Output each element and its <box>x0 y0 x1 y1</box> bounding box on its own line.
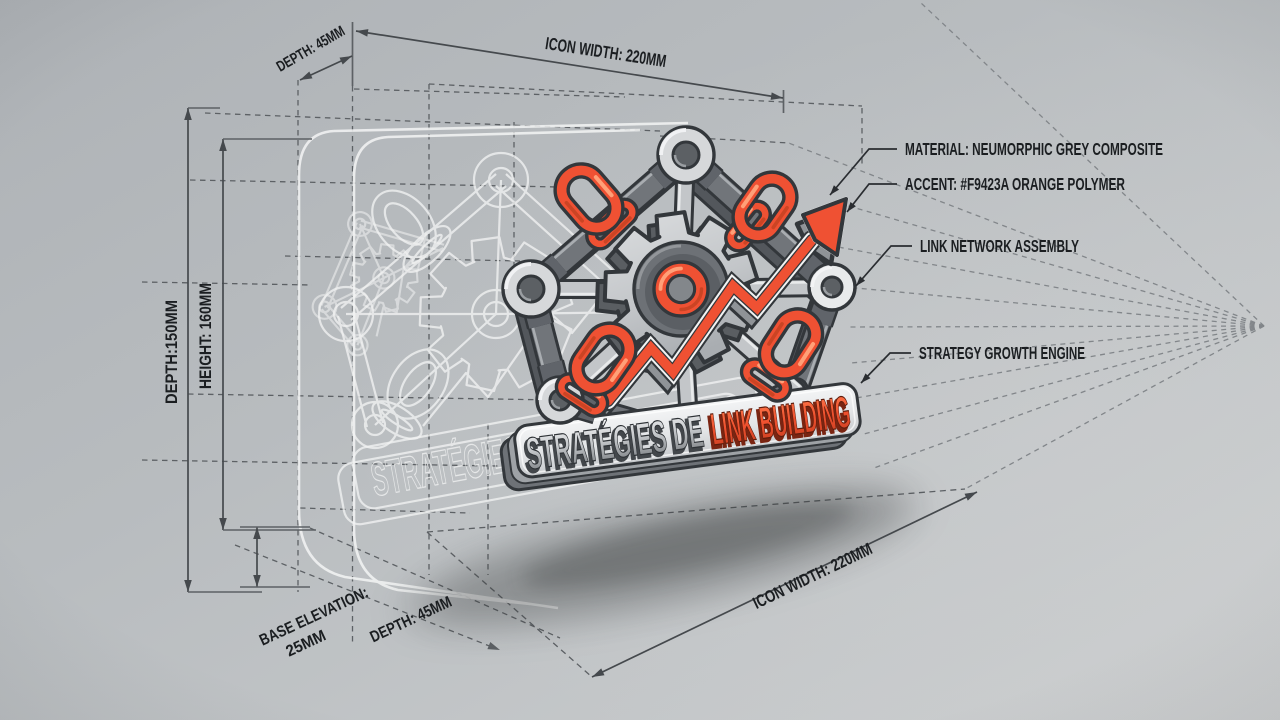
svg-text:ACCENT: #F9423A ORANGE POLYMER: ACCENT: #F9423A ORANGE POLYMER <box>905 174 1125 194</box>
svg-text:LINK NETWORK ASSEMBLY: LINK NETWORK ASSEMBLY <box>920 236 1079 256</box>
svg-text:HEIGHT: 160MM: HEIGHT: 160MM <box>197 283 215 389</box>
svg-text:STRATEGY GROWTH ENGINE: STRATEGY GROWTH ENGINE <box>919 343 1085 363</box>
svg-text:DEPTH:150MM: DEPTH:150MM <box>163 300 181 404</box>
svg-text:MATERIAL: NEUMORPHIC GREY COMP: MATERIAL: NEUMORPHIC GREY COMPOSITE <box>905 139 1163 159</box>
